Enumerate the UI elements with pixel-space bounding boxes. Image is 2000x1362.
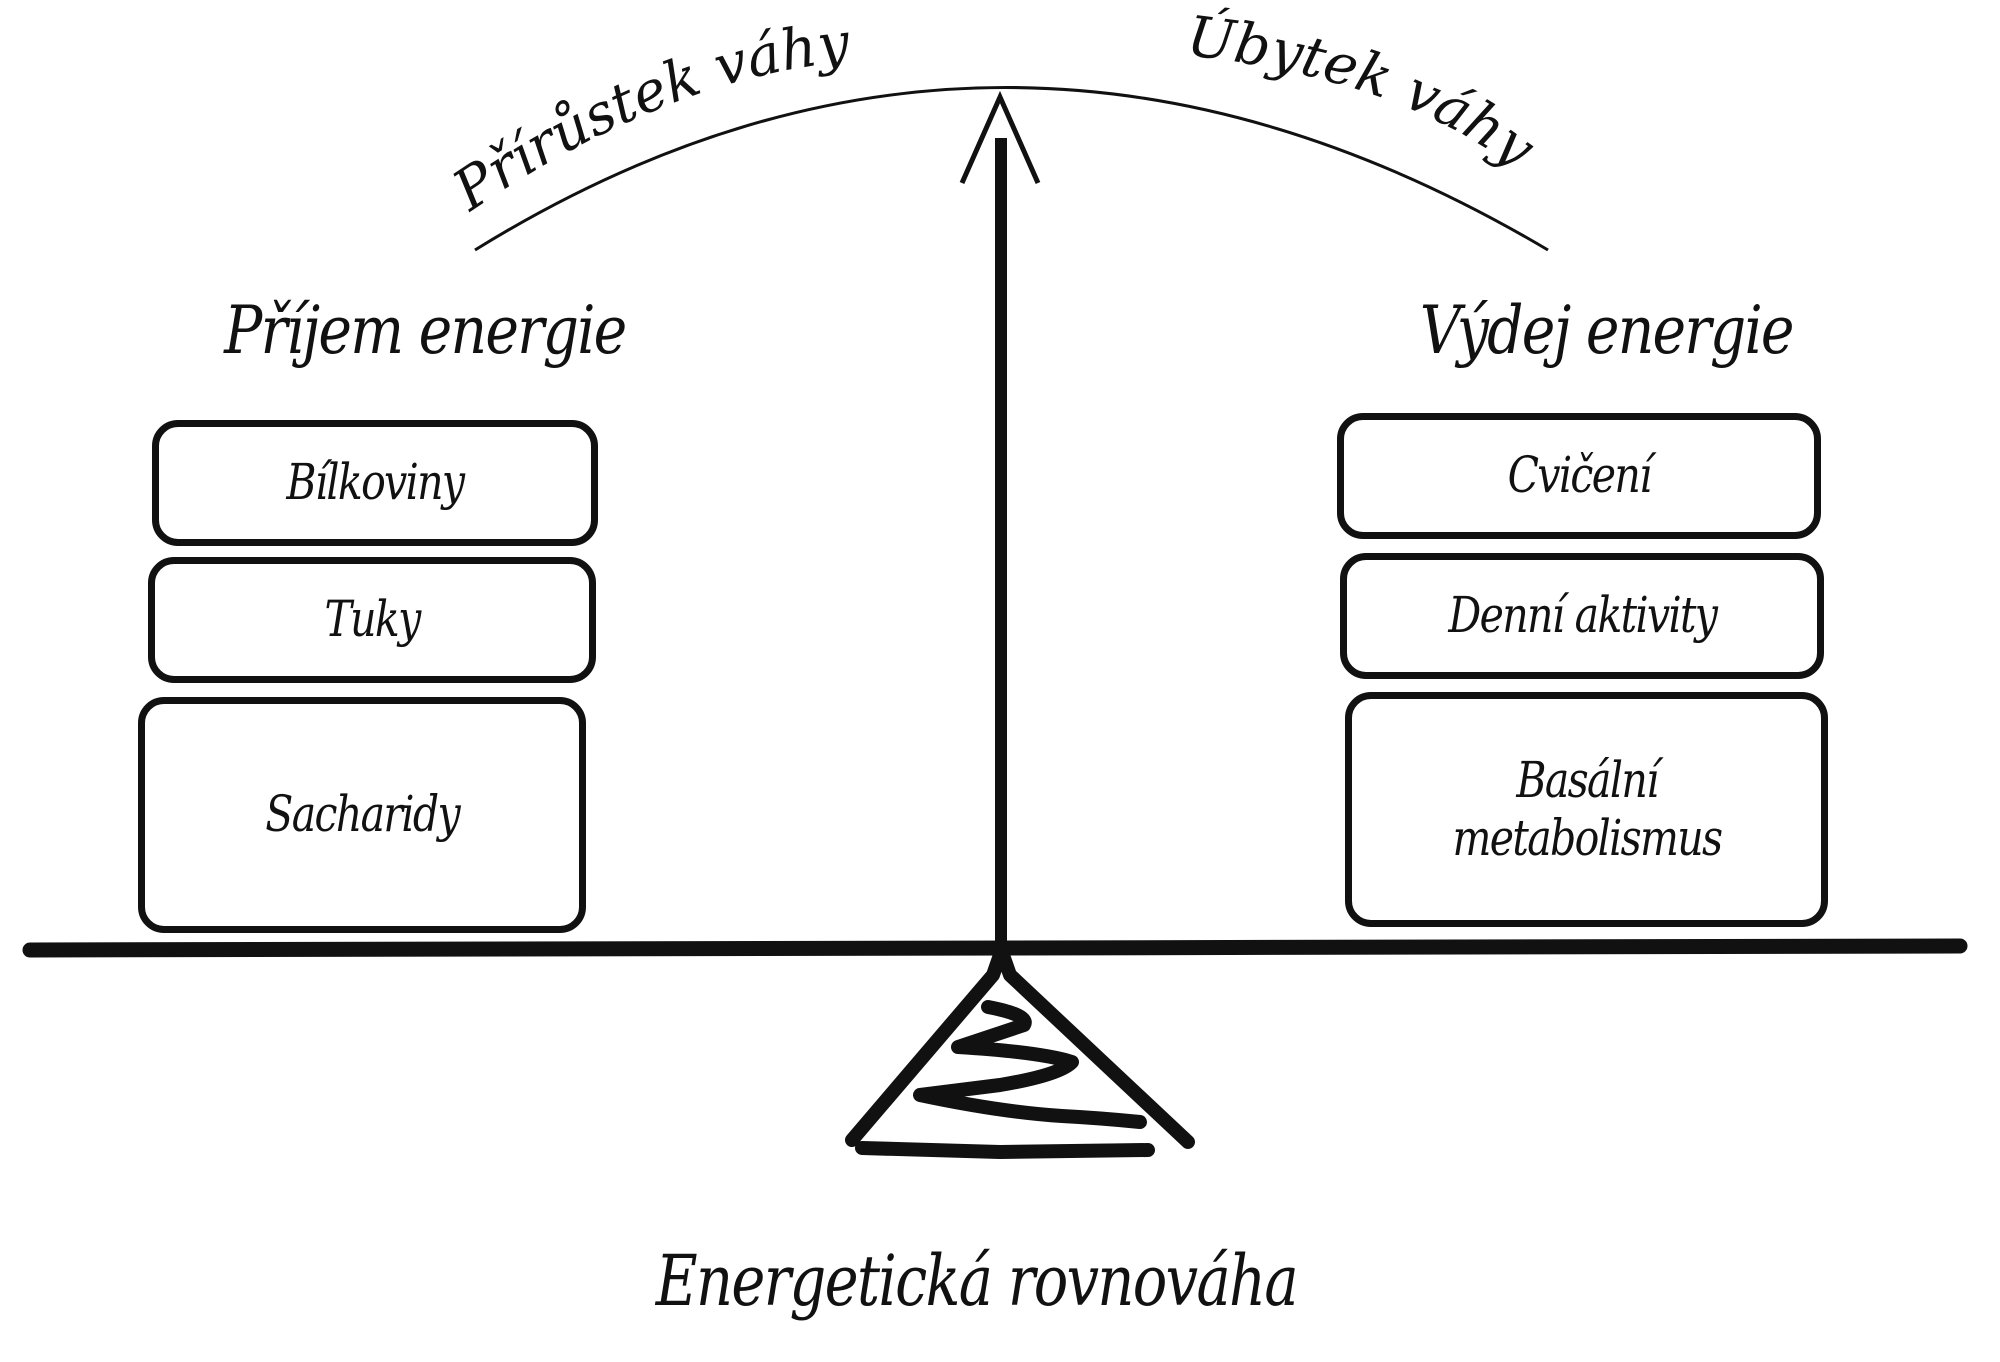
intake-item-fats: Tuky	[148, 557, 596, 683]
expenditure-item-basal-metabolism: Basální metabolismus	[1345, 692, 1828, 927]
weight-loss-label: Úbytek váhy	[1184, 2, 1548, 182]
intake-item-proteins: Bílkoviny	[152, 420, 598, 546]
expenditure-heading: Výdej energie	[1419, 292, 1795, 369]
balance-arc	[474, 86, 1549, 252]
expenditure-item-label: Denní aktivity	[1448, 586, 1718, 645]
expenditure-item-daily-activities: Denní aktivity	[1340, 553, 1824, 679]
weight-gain-label: Přírůstek váhy	[441, 10, 854, 224]
intake-item-label: Bílkoviny	[286, 453, 466, 512]
intake-item-label: Sacharidy	[265, 785, 460, 844]
expenditure-item-exercise: Cvičení	[1337, 413, 1821, 539]
balance-beam	[22, 938, 1968, 958]
fulcrum-icon	[845, 948, 1195, 1159]
pointer-arrowhead-icon	[959, 90, 1041, 185]
diagram-title: Energetická rovnováha	[655, 1240, 1299, 1322]
intake-item-label: Tuky	[324, 590, 421, 649]
expenditure-item-label: Basální metabolismus	[1452, 751, 1723, 867]
expenditure-item-label: Cvičení	[1507, 446, 1653, 505]
intake-item-carbohydrates: Sacharidy	[138, 697, 586, 933]
intake-heading: Příjem energie	[224, 292, 627, 369]
